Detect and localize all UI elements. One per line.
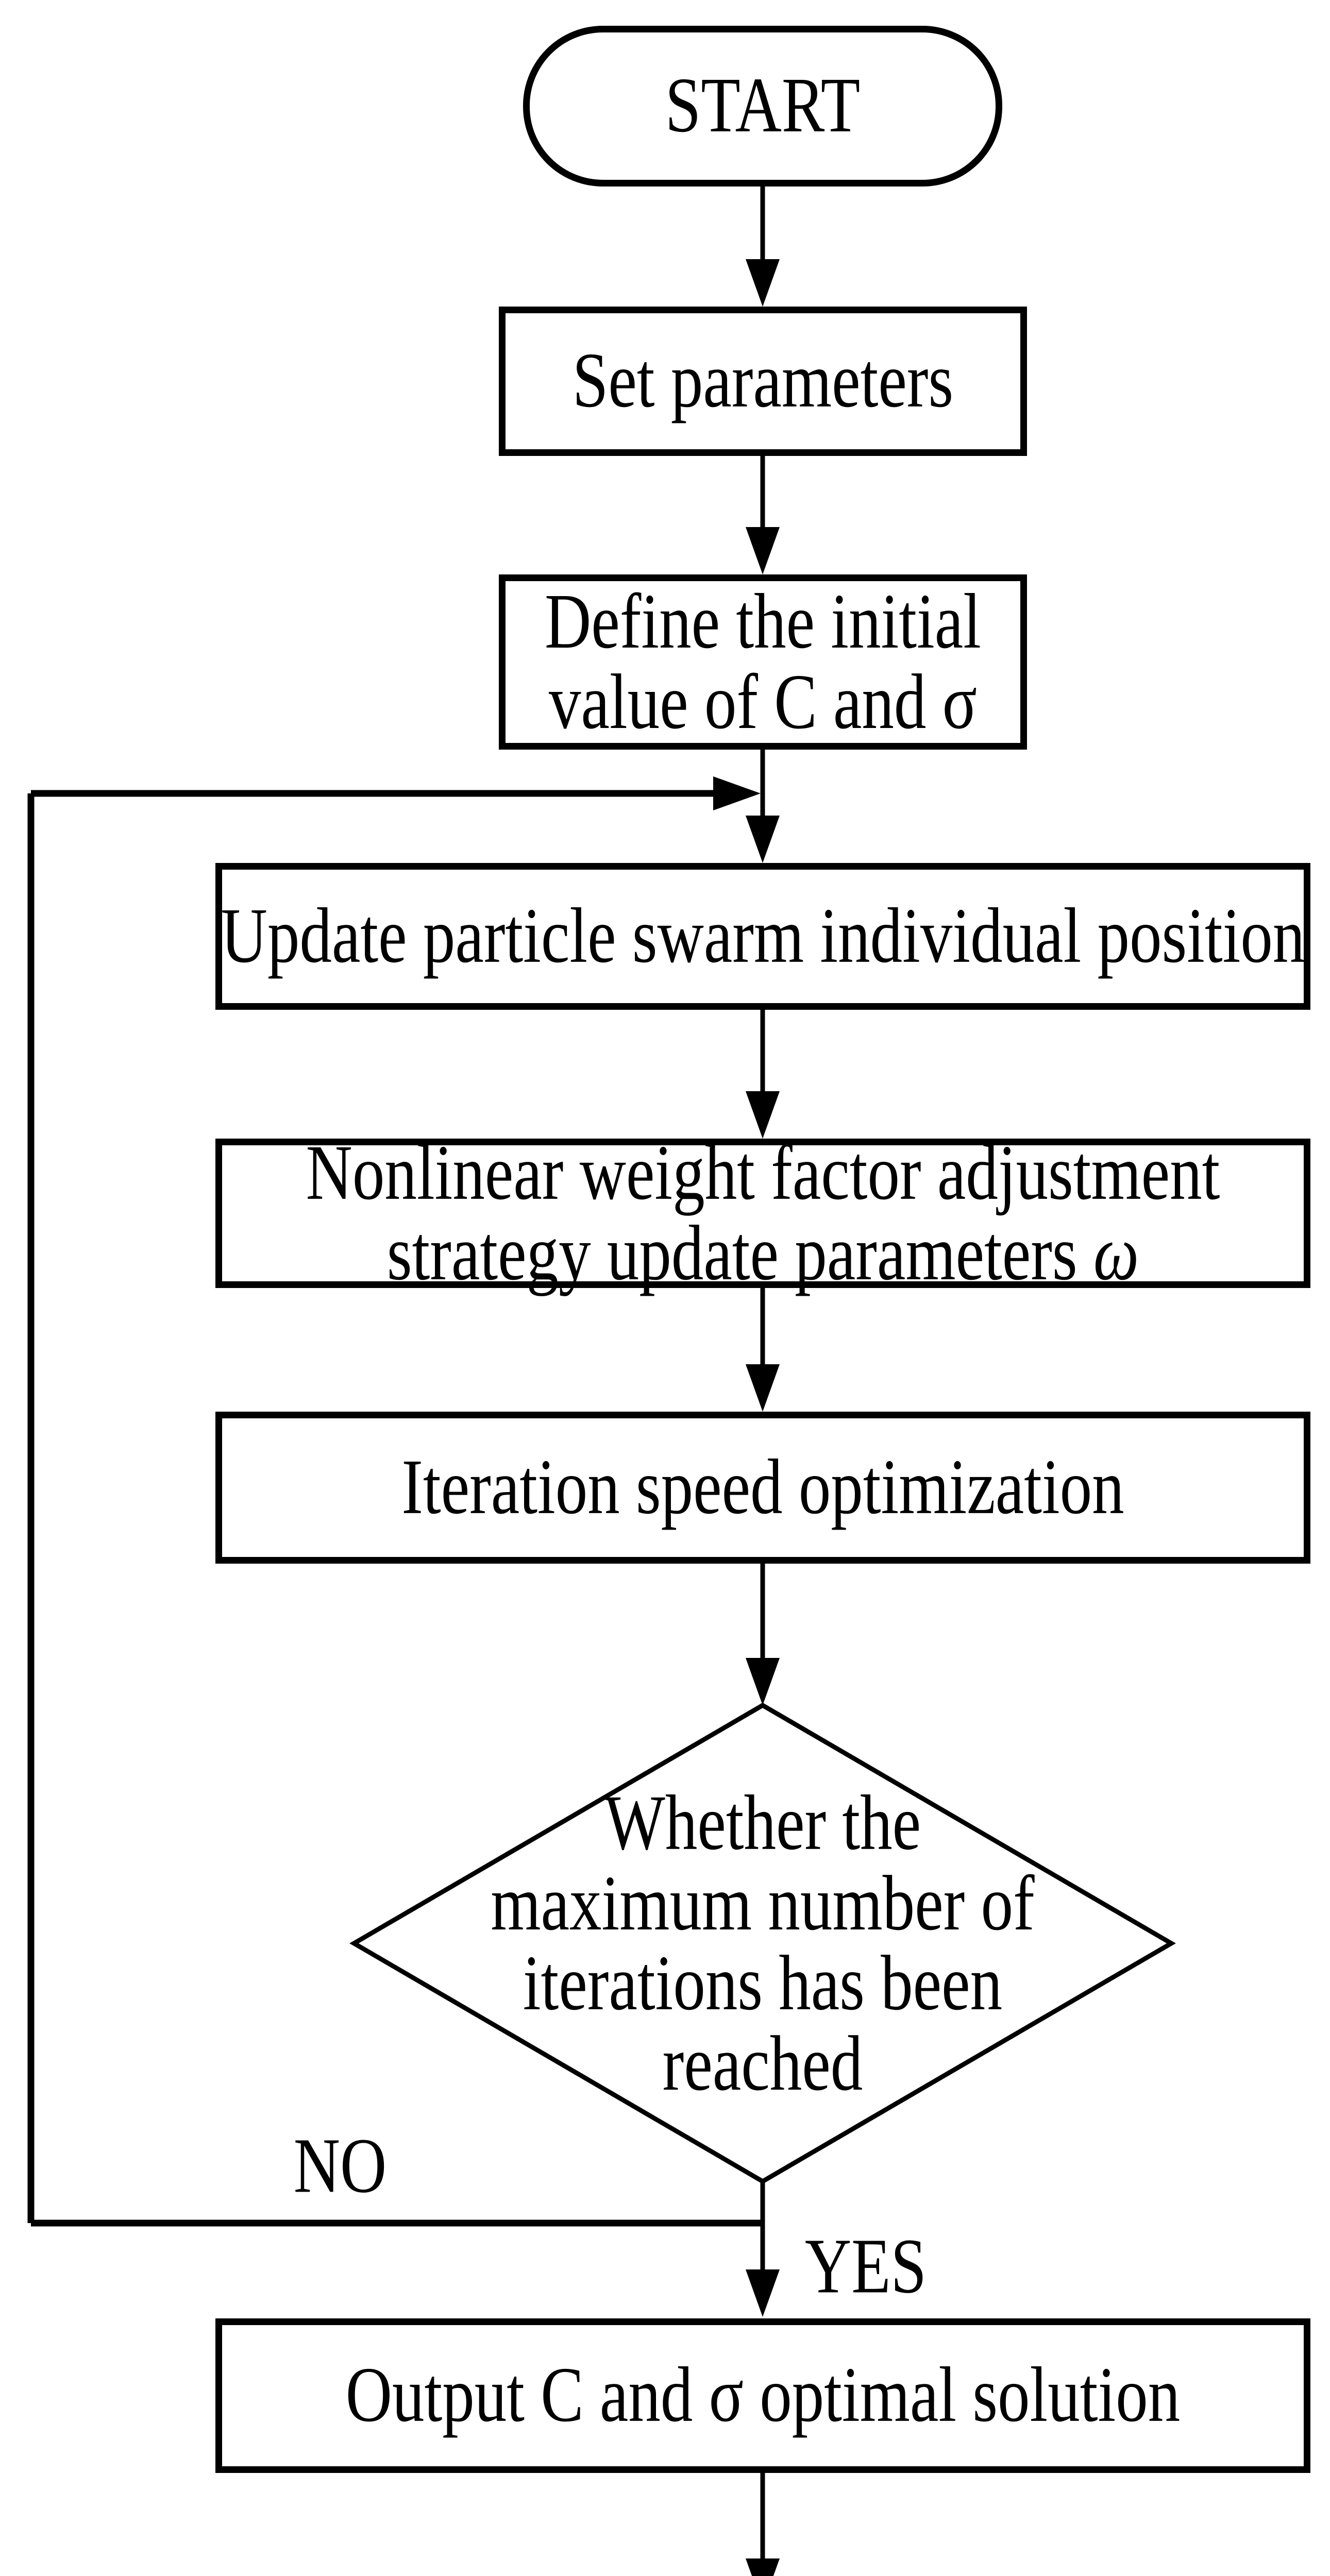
arrowhead-iteration-to-decision — [746, 1658, 780, 1705]
omega-symbol: ω — [1093, 1209, 1139, 1297]
process-output-solution: Output C and σ optimal solution — [215, 2318, 1310, 2473]
arrowhead-define-to-update — [746, 816, 780, 863]
nonlinear-weight-line1: Nonlinear weight factor adjustment — [306, 1129, 1220, 1216]
decision-line2: maximum number of — [491, 1859, 1035, 1946]
iteration-speed-label: Iteration speed optimization — [401, 1444, 1124, 1531]
output-solution-label: Output C and σ optimal solution — [345, 2351, 1181, 2439]
decision-line4: reached — [662, 2020, 863, 2107]
no-edge-label: NO — [293, 2123, 387, 2210]
arrowhead-update-to-nonlinear — [746, 1091, 780, 1139]
start-terminator: START — [523, 26, 1002, 187]
process-set-parameters: Set parameters — [499, 307, 1027, 456]
arrowhead-output-to-end — [746, 2558, 780, 2576]
process-iteration-speed: Iteration speed optimization — [215, 1412, 1310, 1564]
nonlinear-weight-line2: strategy update parameters ω — [306, 1213, 1220, 1294]
arrowhead-set-to-define — [746, 527, 780, 574]
decision-label: Whether the maximum number of iterations… — [491, 1783, 1034, 2104]
decision-max-iterations: Whether the maximum number of iterations… — [354, 1721, 1171, 2166]
set-parameters-label: Set parameters — [572, 337, 954, 425]
arrowhead-no-loop — [713, 776, 761, 810]
decision-line3: iterations has been — [523, 1940, 1003, 2027]
arrowhead-nonlinear-to-iteration — [746, 1364, 780, 1412]
start-label: START — [665, 62, 861, 149]
nonlinear-weight-label: Nonlinear weight factor adjustment strat… — [306, 1133, 1220, 1293]
update-position-label: Update particle swarm individual positio… — [221, 892, 1305, 979]
arrowhead-start-to-set — [746, 259, 780, 307]
define-initial-line1: Define the initial — [545, 578, 981, 665]
define-initial-label: Define the initial value of C and σ — [545, 582, 981, 742]
nonlinear-weight-line2-text: strategy update parameters — [386, 1209, 1093, 1297]
decision-line1: Whether the — [604, 1780, 921, 1867]
process-update-position: Update particle swarm individual positio… — [215, 863, 1310, 1010]
yes-edge-label: YES — [804, 2223, 927, 2310]
define-initial-line2: value of C and σ — [548, 658, 978, 745]
arrowhead-yes-to-output — [746, 2269, 780, 2317]
process-define-initial: Define the initial value of C and σ — [499, 574, 1027, 750]
process-nonlinear-weight: Nonlinear weight factor adjustment strat… — [215, 1133, 1310, 1293]
